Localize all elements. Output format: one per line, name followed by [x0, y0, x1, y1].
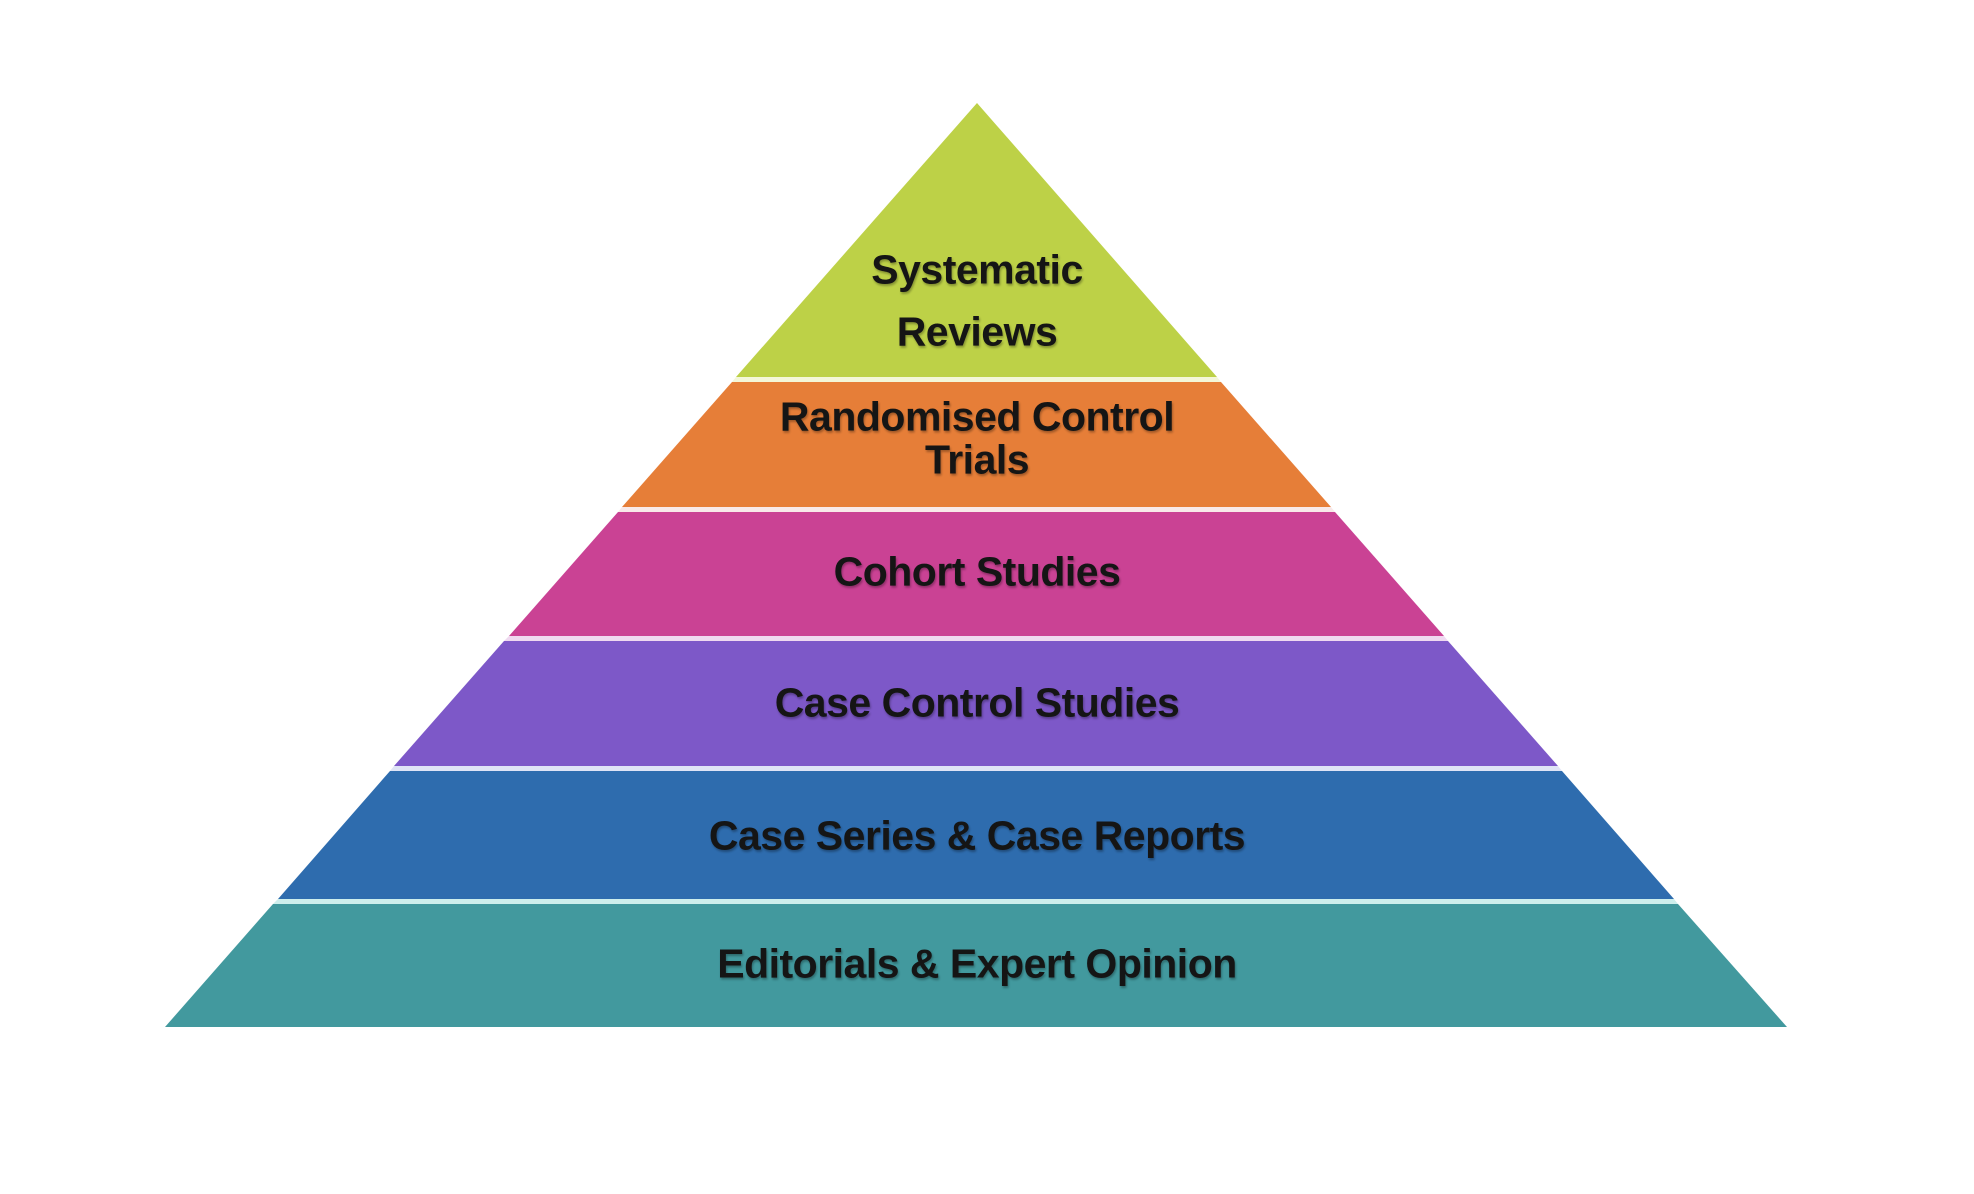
layer-label-randomised-control-trials-line2: Trials: [924, 436, 1030, 483]
layer-label-systematic-reviews-line2: Reviews: [896, 308, 1058, 355]
layer-label-systematic-reviews-line1: Systematic: [871, 246, 1083, 293]
layer-label-case-control-studies: Case Control Studies: [774, 679, 1180, 726]
layer-label-editorials-expert-opinion: Editorials & Expert Opinion: [717, 940, 1237, 987]
layer-label-randomised-control-trials-line1: Randomised Control: [779, 393, 1175, 440]
layer-label-case-series-case-reports: Case Series & Case Reports: [708, 812, 1246, 859]
layer-label-cohort-studies: Cohort Studies: [833, 548, 1121, 595]
